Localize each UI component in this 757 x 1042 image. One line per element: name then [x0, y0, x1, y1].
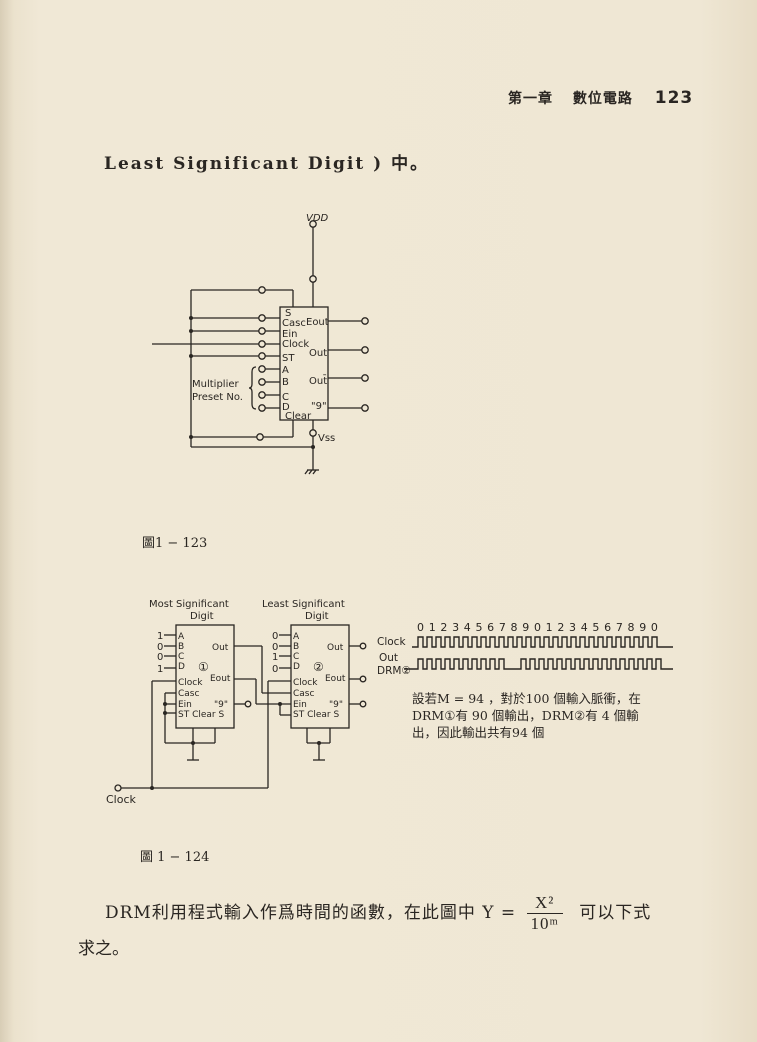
drm2-input-c: 1 — [272, 652, 278, 663]
lsd-label: Least Significant — [262, 599, 345, 610]
note-line-3: 出，因此輸出共有94 個 — [412, 725, 545, 740]
multiplier-label: Multiplier — [192, 379, 240, 390]
svg-text:"9": "9" — [329, 700, 343, 710]
figure-124-circuit: Most Significant Digit Least Significant… — [106, 599, 367, 806]
paragraph-text: DRM利用程式輸入作爲時間的函數，在此圖中 Y = — [105, 903, 517, 923]
svg-text:Clock: Clock — [178, 678, 203, 688]
drm1-input-c: 0 — [157, 652, 163, 663]
svg-text:Ein: Ein — [178, 700, 192, 710]
timing-out-label: Out — [379, 652, 398, 664]
svg-text:A: A — [293, 632, 300, 642]
formula-fraction: X² 10ᵐ — [526, 893, 563, 934]
svg-text:B: B — [178, 642, 184, 652]
svg-text:C: C — [178, 652, 184, 662]
figure-124-caption: 圖 1 − 124 — [140, 850, 210, 865]
pin-clear: Clear — [285, 411, 312, 422]
chapter-title: 數位電路 — [572, 91, 633, 107]
page-number: 123 — [654, 88, 694, 108]
timing-clock-label: Clock — [377, 636, 406, 648]
timing-drm2-label: DRM② — [377, 665, 411, 677]
pin-a: A — [282, 365, 289, 376]
svg-text:ST Clear S: ST Clear S — [293, 710, 339, 720]
figure-124-note: 設若M = 94 ，對於100 個輸入脈衝，在 DRM①有 90 個輸出，DRM… — [412, 690, 641, 741]
drm1-input-a: 1 — [157, 631, 163, 642]
note-line-1: 設若M = 94 ，對於100 個輸入脈衝，在 — [412, 691, 641, 706]
figure-123-circuit: VDD Vss S Casc Ein Clock ST A B C D Clea… — [152, 213, 369, 475]
intro-line: Least Significant Digit ) 中。 — [104, 154, 430, 174]
pin-nine: "9" — [311, 401, 327, 412]
pin-ein: Ein — [282, 329, 297, 340]
note-line-2: DRM①有 90 個輸出，DRM②有 4 個輸 — [412, 708, 639, 723]
drm1-input-d: 1 — [157, 664, 163, 675]
timing-diagram: 0 1 2 3 4 5 6 7 8 9 0 1 2 3 4 5 6 7 8 9 … — [377, 621, 673, 677]
svg-text:C: C — [293, 652, 299, 662]
drm2-input-b: 0 — [272, 642, 278, 653]
drm2-number: ② — [313, 660, 324, 674]
formula-numerator: X² — [526, 893, 563, 914]
vss-label: Vss — [318, 433, 335, 444]
drm2-input-d: 0 — [272, 664, 278, 675]
svg-text:"9": "9" — [214, 700, 228, 710]
paragraph-text-after: 可以下式 — [579, 903, 652, 923]
figure-123-caption: 圖1 − 123 — [142, 536, 208, 551]
drm2-input-a: 0 — [272, 631, 278, 642]
svg-text:Casc: Casc — [293, 689, 314, 699]
svg-text:Eout: Eout — [325, 674, 346, 684]
svg-text:D: D — [178, 662, 185, 672]
svg-text:A: A — [178, 632, 185, 642]
page-header: 第一章 數位電路 123 — [508, 88, 693, 108]
pin-st: ST — [282, 353, 295, 364]
svg-text:D: D — [293, 662, 300, 672]
vdd-label: VDD — [306, 213, 329, 224]
svg-text:Clock: Clock — [293, 678, 318, 688]
paragraph-line-2: 求之。 — [78, 939, 129, 959]
svg-text:Eout: Eout — [210, 674, 231, 684]
pin-s: S — [285, 308, 291, 319]
svg-text:ST Clear S: ST Clear S — [178, 710, 224, 720]
svg-text:Out: Out — [327, 643, 344, 653]
preset-label: Preset No. — [192, 392, 243, 403]
msd-label: Most Significant — [149, 599, 229, 610]
svg-text:B: B — [293, 642, 299, 652]
formula-denominator: 10ᵐ — [530, 914, 559, 933]
pin-b: B — [282, 377, 289, 388]
lsd-digit-label: Digit — [305, 611, 329, 622]
pin-out-bar: Out̄ — [309, 374, 327, 387]
drm1-number: ① — [198, 660, 209, 674]
pin-eout: Eout — [306, 317, 329, 328]
pin-c: C — [282, 392, 289, 403]
pin-clock: Clock — [282, 339, 309, 350]
msd-digit-label: Digit — [190, 611, 214, 622]
timing-digits: 0 1 2 3 4 5 6 7 8 9 0 1 2 3 4 5 6 7 8 9 … — [417, 621, 659, 634]
svg-text:Casc: Casc — [178, 689, 199, 699]
drm1-input-b: 0 — [157, 642, 163, 653]
chapter-label: 第一章 — [508, 91, 553, 107]
svg-text:Ein: Ein — [293, 700, 307, 710]
clock-input-label: Clock — [106, 793, 137, 806]
pin-out: Out — [309, 348, 327, 359]
pin-casc: Casc — [282, 318, 306, 329]
body-paragraph: DRM利用程式輸入作爲時間的函數，在此圖中 Y = X² 10ᵐ 可以下式 — [105, 893, 705, 934]
pin-d: D — [282, 402, 290, 413]
svg-text:Out: Out — [212, 643, 229, 653]
